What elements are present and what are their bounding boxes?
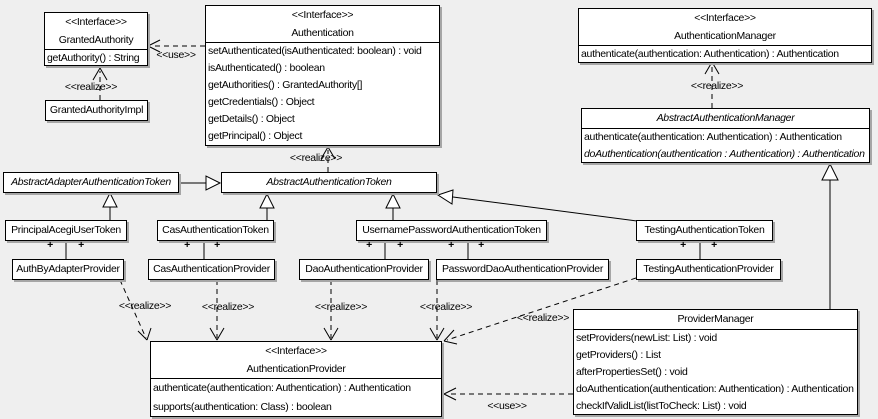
class-password-dao-authentication-provider: PasswordDaoAuthenticationProvider	[436, 259, 609, 280]
class-cas-authentication-provider: CasAuthenticationProvider	[148, 259, 275, 280]
class-name: AuthenticationProvider	[246, 363, 346, 375]
edge-realize-testing-provider	[443, 277, 637, 345]
method: authenticate(authentication: Authenticat…	[153, 382, 411, 394]
edge-realize-cas-provider	[209, 280, 225, 341]
class-granted-authority-impl: GrantedAuthorityImpl	[45, 100, 148, 121]
edge-label-realize: <<realize>>	[314, 301, 368, 313]
multiplicity-plus: +	[397, 239, 403, 251]
method: getAuthority() : String	[47, 52, 140, 64]
method: checkIfValidList(listToCheck: List) : vo…	[576, 400, 747, 412]
edge-use-authentication-grantedauthority	[147, 39, 205, 53]
method: setAuthenticated(isAuthenticated: boolea…	[208, 45, 422, 57]
class-name: CasAuthenticationToken	[162, 224, 269, 236]
edge-label-realize: <<realize>>	[118, 300, 172, 312]
edge-realize-abstractmanager-authenticationmanager	[704, 61, 720, 108]
edge-generalize-adapter-to-abstract-token	[179, 175, 222, 191]
class-abstract-authentication-token: AbstractAuthenticationToken	[221, 172, 437, 193]
method: setProviders(newList: List) : void	[576, 332, 717, 344]
class-testing-authentication-provider: TestingAuthenticationProvider	[636, 259, 781, 280]
method: getCredentials() : Object	[208, 96, 315, 108]
method: authenticate(authentication: Authenticat…	[581, 48, 839, 60]
multiplicity-plus: +	[680, 239, 686, 251]
class-username-password-authentication-token: UsernamePasswordAuthenticationToken	[356, 220, 547, 241]
multiplicity-plus: +	[214, 239, 220, 251]
class-granted-authority: <<Interface>> GrantedAuthority getAuthor…	[44, 12, 148, 66]
class-name: AbstractAuthenticationToken	[266, 176, 392, 188]
edge-label-realize: <<realize>>	[419, 301, 473, 313]
method: doAuthentication(authentication: Authent…	[576, 383, 854, 395]
edge-realize-dao-provider	[323, 280, 339, 341]
edge-generalize-principal-token	[102, 191, 118, 220]
method: supports(authentication: Class) : boolea…	[153, 401, 332, 413]
class-name: AbstractAuthenticationManager	[656, 112, 795, 124]
stereotype-label: <<Interface>>	[291, 9, 354, 21]
method: afterPropertiesSet() : void	[576, 366, 688, 378]
method: getDetails() : Object	[208, 113, 295, 125]
method: isAuthenticated() : boolean	[208, 62, 325, 74]
edge-generalize-provider-manager	[821, 162, 839, 309]
class-name: Authentication	[291, 27, 354, 39]
class-name: CasAuthenticationProvider	[153, 263, 270, 275]
class-name: GrantedAuthority	[58, 34, 134, 46]
class-name: DaoAuthenticationProvider	[305, 263, 423, 275]
multiplicity-plus: +	[366, 239, 372, 251]
class-authentication: <<Interface>> Authentication setAuthenti…	[205, 5, 440, 146]
method: authenticate(authentication: Authenticat…	[584, 131, 842, 143]
edge-label-use: <<use>>	[487, 400, 527, 412]
edge-label-realize: <<realize>>	[289, 152, 343, 164]
class-name: GrantedAuthorityImpl	[49, 104, 144, 116]
edge-use-providermanager-authenticationprovider	[443, 387, 573, 401]
class-name: TestingAuthenticationProvider	[643, 263, 774, 275]
class-name: UsernamePasswordAuthenticationToken	[362, 224, 541, 236]
multiplicity-plus: +	[478, 239, 484, 251]
edge-realize-abstracttoken-authentication	[320, 146, 336, 172]
edge-generalize-testing-token	[436, 189, 638, 222]
edge-label-realize: <<realize>>	[201, 301, 255, 313]
class-principal-acegi-user-token: PrincipalAcegiUserToken	[5, 220, 127, 241]
class-authentication-provider: <<Interface>> AuthenticationProvider aut…	[150, 341, 442, 417]
multiplicity-plus: +	[47, 239, 53, 251]
edge-label-realize: <<realize>>	[690, 80, 744, 92]
method: doAuthentication(authentication : Authen…	[584, 148, 865, 160]
class-name: ProviderManager	[677, 313, 754, 325]
edge-label-use: <<use>>	[156, 49, 196, 61]
class-provider-manager: ProviderManager setProviders(newList: Li…	[573, 309, 858, 415]
edge-generalize-cas-token	[259, 192, 275, 220]
edge-label-realize: <<realize>>	[64, 81, 118, 93]
stereotype-label: <<Interface>>	[265, 345, 327, 357]
multiplicity-plus: +	[711, 239, 717, 251]
edge-realize-passworddao-provider	[429, 280, 445, 341]
method: getPrincipal() : Object	[208, 130, 303, 142]
class-name: PrincipalAcegiUserToken	[11, 224, 121, 236]
class-dao-authentication-provider: DaoAuthenticationProvider	[299, 259, 429, 280]
edge-label-realize: <<realize>>	[516, 312, 570, 324]
multiplicity-plus: +	[448, 239, 454, 251]
class-testing-authentication-token: TestingAuthenticationToken	[636, 220, 773, 241]
stereotype-label: <<Interface>>	[65, 16, 127, 28]
edge-generalize-username-password-token	[385, 192, 401, 220]
class-name: PasswordDaoAuthenticationProvider	[441, 263, 604, 275]
stereotype-label: <<Interface>>	[694, 12, 756, 24]
class-cas-authentication-token: CasAuthenticationToken	[157, 220, 274, 241]
multiplicity-plus: +	[78, 239, 84, 251]
class-name: AbstractAdapterAuthenticationToken	[11, 176, 171, 188]
class-name: AuthByAdapterProvider	[16, 263, 120, 275]
class-auth-by-adapter-provider: AuthByAdapterProvider	[12, 259, 124, 280]
method: getAuthorities() : GrantedAuthority[]	[208, 79, 363, 91]
method: getProviders() : List	[576, 349, 661, 361]
class-name: AuthenticationManager	[674, 30, 776, 42]
multiplicity-plus: +	[184, 239, 190, 251]
edge-realize-authbyadapter-provider	[119, 279, 152, 341]
class-authentication-manager: <<Interface>> AuthenticationManager auth…	[578, 8, 872, 63]
edge-realize-grantedauthorityimpl	[92, 67, 108, 100]
class-abstract-authentication-manager: AbstractAuthenticationManager authentica…	[581, 108, 870, 163]
class-abstract-adapter-authentication-token: AbstractAdapterAuthenticationToken	[3, 172, 179, 193]
class-name: TestingAuthenticationToken	[644, 224, 765, 236]
